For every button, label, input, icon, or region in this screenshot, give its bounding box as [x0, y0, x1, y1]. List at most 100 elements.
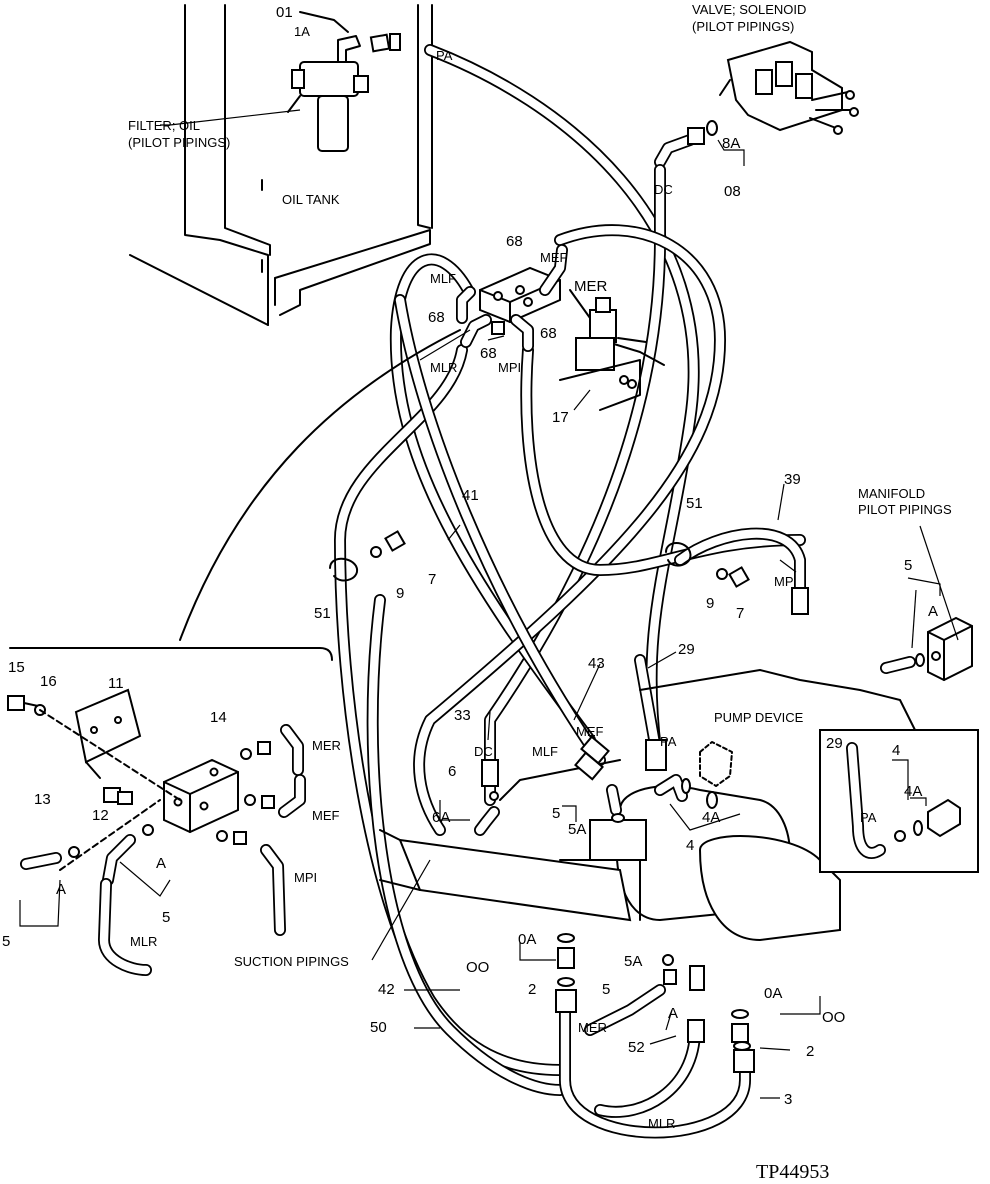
label-pa-top: PA [436, 48, 453, 63]
label-inset-29: 29 [826, 735, 843, 752]
label-mlf-mid: MLF [532, 744, 558, 759]
label-00-left: OO [466, 959, 489, 976]
label-mlf-top: MLF [430, 271, 456, 286]
label-39: 39 [784, 471, 801, 488]
label-33: 33 [454, 707, 471, 724]
label-oil-tank: OIL TANK [282, 192, 340, 207]
fitting-08 [654, 120, 745, 168]
label-mpi-top: MPI [498, 360, 521, 375]
label-7-right: 7 [736, 605, 744, 622]
label-13: 13 [34, 791, 51, 808]
upper-manifold-block [456, 244, 568, 352]
label-pa-mid: PA [660, 734, 677, 749]
label-manifold: MANIFOLD [858, 486, 925, 501]
clamp-left [329, 530, 406, 582]
label-51-left: 51 [314, 605, 331, 622]
label-mp: MP [774, 574, 794, 589]
label-4a: 4A [702, 809, 720, 826]
label-mef-mid: MEF [576, 724, 604, 739]
label-3: 3 [784, 1091, 792, 1108]
label-15: 15 [8, 659, 25, 676]
label-a-left: A [56, 881, 66, 898]
label-mpi-left: MPI [294, 870, 317, 885]
label-6a: 6A [432, 809, 450, 826]
label-0a-left: 0A [518, 931, 536, 948]
label-filter-sub: (PILOT PIPINGS) [128, 135, 230, 150]
mid-connectors [439, 735, 741, 836]
inset-detail-box [819, 729, 979, 873]
label-8a: 8A [722, 135, 740, 152]
bottom-fittings [519, 933, 821, 1073]
label-filter: FILTER; OIL [128, 118, 200, 133]
label-5a-bottom: 5A [624, 953, 642, 970]
label-5-left-mid: 5 [162, 909, 170, 926]
pump-device [379, 669, 921, 942]
label-14: 14 [210, 709, 227, 726]
label-2-left: 2 [528, 981, 536, 998]
label-5a-mid: 5A [568, 821, 586, 838]
label-mef-left: MEF [312, 808, 340, 823]
mer-valve-block [559, 289, 665, 411]
label-00-right: OO [822, 1009, 845, 1026]
label-mer-left: MER [312, 738, 341, 753]
label-4: 4 [686, 837, 694, 854]
left-detail [7, 329, 461, 976]
label-mlr-bottom: MLR [648, 1116, 675, 1131]
right-manifold-block [880, 525, 973, 682]
label-pump-device: PUMP DEVICE [714, 710, 804, 725]
label-inset-4: 4 [892, 742, 900, 759]
fitting-01 [299, 11, 401, 53]
label-suction: SUCTION PIPINGS [234, 954, 349, 969]
label-2-right: 2 [806, 1043, 814, 1060]
label-9-left: 9 [396, 585, 404, 602]
label-a-right: A [928, 603, 938, 620]
label-valve-sub: (PILOT PIPINGS) [692, 19, 794, 34]
label-inset-4a: 4A [904, 783, 922, 800]
label-68-bottom: 68 [480, 345, 497, 362]
label-12: 12 [92, 807, 109, 824]
label-17: 17 [552, 409, 569, 426]
label-5-right: 5 [904, 557, 912, 574]
label-51-right: 51 [686, 495, 703, 512]
label-68-top: 68 [506, 233, 523, 250]
label-01: 01 [276, 4, 293, 21]
labels: 01 1A PA FILTER; OIL (PILOT PIPINGS) OIL… [2, 2, 952, 1183]
label-0a-right: 0A [764, 985, 782, 1002]
pump-port-detail [699, 741, 733, 787]
label-mlr-left: MLR [130, 934, 157, 949]
label-1a: 1A [294, 24, 310, 39]
label-dc-top: DC [654, 182, 673, 197]
label-a-bottom: A [668, 1005, 678, 1022]
label-valve: VALVE; SOLENOID [692, 2, 806, 17]
label-08: 08 [724, 183, 741, 200]
hoses [334, 44, 806, 1139]
label-68-right: 68 [540, 325, 557, 342]
label-6: 6 [448, 763, 456, 780]
label-dc-mid: DC [474, 744, 493, 759]
leader-lines [160, 109, 797, 1099]
label-11: 11 [108, 675, 124, 692]
label-a-left-mid: A [156, 855, 166, 872]
label-9-right: 9 [706, 595, 714, 612]
label-5-mid: 5 [552, 805, 560, 822]
label-5-left: 5 [2, 933, 10, 950]
label-29: 29 [678, 641, 695, 658]
label-41: 41 [462, 487, 479, 504]
label-mef-top: MEF [540, 250, 568, 265]
oil-filter [287, 35, 369, 152]
clamp-right [665, 542, 809, 615]
figure-id: TP44953 [756, 1161, 829, 1183]
label-42: 42 [378, 981, 395, 998]
label-mer-bottom: MER [578, 1020, 607, 1035]
label-43: 43 [588, 655, 605, 672]
label-inset-pa: PA [860, 810, 877, 825]
label-68-left: 68 [428, 309, 445, 326]
label-mer-top: MER [574, 278, 608, 295]
label-50: 50 [370, 1019, 387, 1036]
oil-tank [129, 4, 433, 326]
solenoid-valve [719, 40, 859, 135]
label-manifold-sub: PILOT PIPINGS [858, 502, 952, 517]
label-5-bottom: 5 [602, 981, 610, 998]
label-16: 16 [40, 673, 57, 690]
